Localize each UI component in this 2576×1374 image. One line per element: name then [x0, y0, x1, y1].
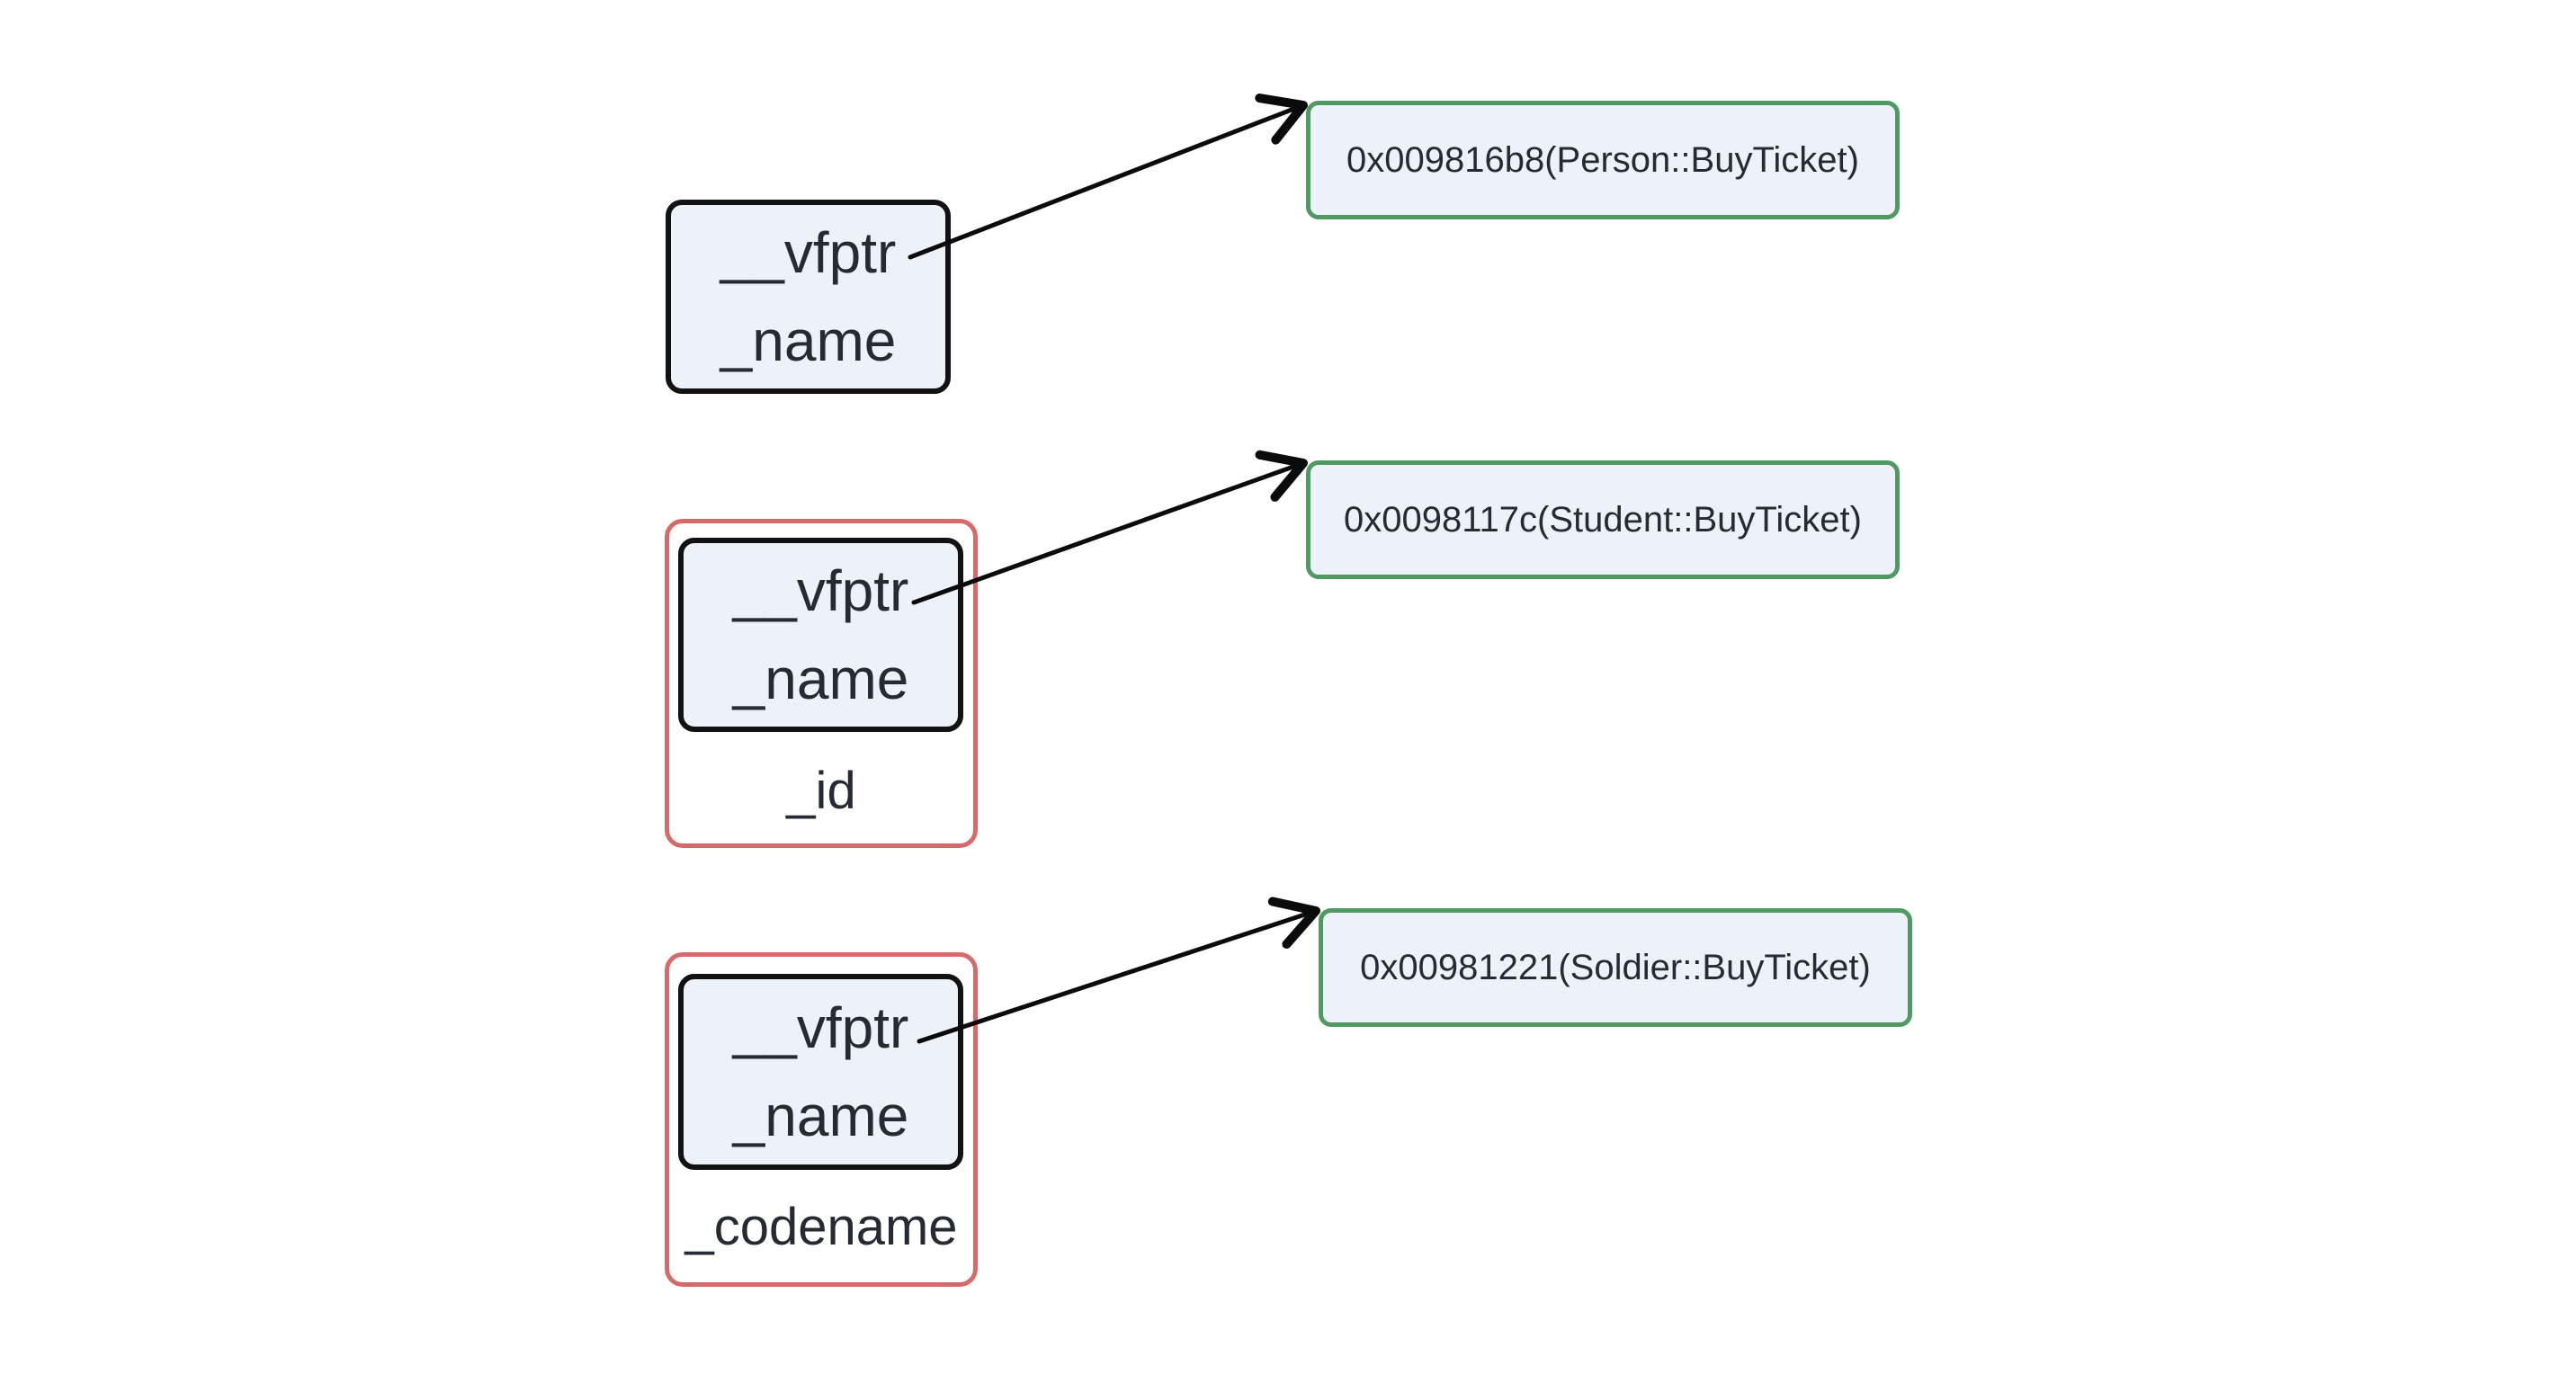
student-member-name: _name [732, 647, 909, 711]
student-member-vfptr: __vfptr [732, 558, 909, 623]
person-member-vfptr: __vfptr [720, 220, 897, 285]
soldier-member-vfptr: __vfptr [732, 995, 909, 1060]
soldier-extra-member-label: _codename [684, 1198, 958, 1256]
arrow-person-vtable [908, 94, 1308, 260]
student-object-inner-box: __vfptr _name [678, 538, 963, 732]
person-object-box: __vfptr _name [666, 200, 951, 394]
soldier-vtable-box: 0x00981221(Soldier::BuyTicket) [1319, 908, 1912, 1027]
soldier-vtable-label: 0x00981221(Soldier::BuyTicket) [1360, 947, 1871, 987]
person-vtable-label: 0x009816b8(Person::BuyTicket) [1346, 139, 1859, 180]
student-vtable-label: 0x0098117c(Student::BuyTicket) [1344, 499, 1862, 540]
student-extra-member-label: _id [786, 762, 856, 820]
student-vtable-box: 0x0098117c(Student::BuyTicket) [1306, 460, 1900, 579]
soldier-object-inner-box: __vfptr _name [678, 974, 963, 1170]
person-member-name: _name [720, 308, 897, 373]
arrow-soldier-vtable [917, 897, 1320, 1044]
person-vtable-box: 0x009816b8(Person::BuyTicket) [1306, 101, 1900, 219]
soldier-member-name: _name [732, 1084, 909, 1148]
